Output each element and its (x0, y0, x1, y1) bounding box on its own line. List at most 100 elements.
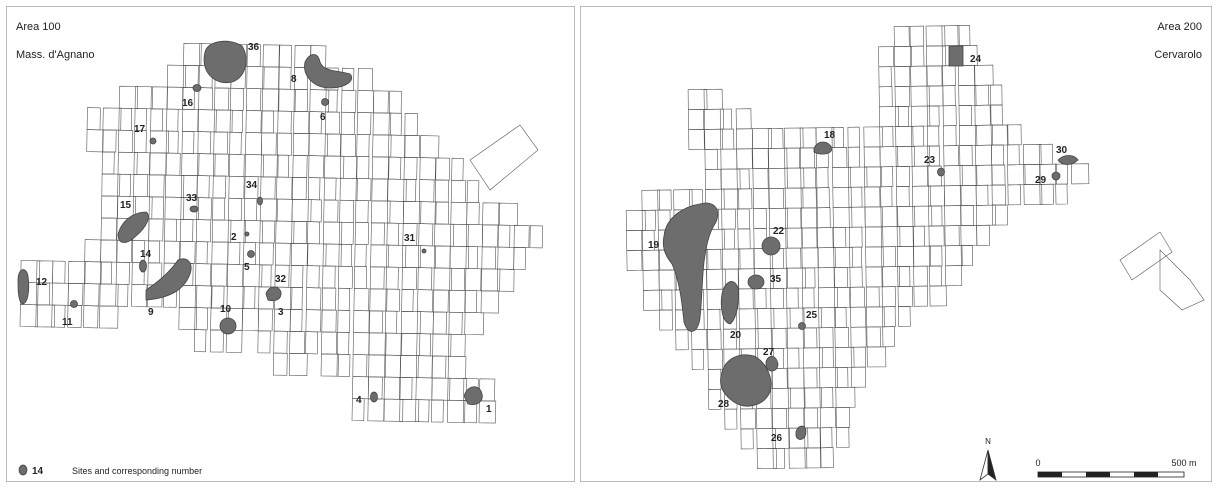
field-parcel (834, 306, 847, 328)
field-parcel (928, 225, 945, 247)
field-parcel (897, 285, 914, 307)
field-parcel (802, 327, 818, 349)
field-parcel (513, 225, 530, 248)
field-parcel (448, 311, 463, 335)
field-parcel (801, 227, 818, 249)
field-parcel (832, 166, 852, 188)
field-parcel (277, 88, 296, 112)
field-parcel (305, 309, 322, 333)
field-parcel (767, 127, 784, 149)
field-parcel (943, 165, 963, 187)
field-parcel (133, 152, 151, 176)
site-9-shape (145, 258, 192, 301)
site-20-shape (720, 281, 739, 325)
field-parcel (354, 222, 369, 246)
site-label-31: 31 (404, 233, 416, 244)
field-parcel (212, 175, 227, 199)
field-parcel (990, 104, 1003, 126)
area-200-site-labels: 24 18 30 23 29 22 19 35 25 20 27 28 26 (648, 54, 1068, 444)
field-parcel (909, 45, 925, 67)
field-parcel (371, 178, 389, 202)
field-parcel (369, 266, 385, 290)
site-23-shape (937, 167, 945, 177)
field-parcel (753, 208, 767, 230)
field-parcel (1007, 144, 1020, 166)
field-parcel (691, 349, 704, 371)
field-parcel (353, 288, 370, 312)
field-parcel (385, 266, 399, 290)
field-parcel (258, 286, 275, 310)
site-label-26: 26 (771, 433, 783, 444)
field-parcel (466, 202, 480, 226)
field-parcel (262, 44, 281, 68)
field-parcel (991, 204, 1008, 226)
field-parcel (181, 152, 200, 176)
field-parcel (464, 312, 485, 336)
scale-bar-segment (1038, 472, 1062, 477)
field-parcel (371, 156, 390, 180)
field-parcel (770, 287, 784, 309)
field-parcel (706, 308, 721, 330)
field-parcel (288, 353, 308, 377)
field-parcel (100, 239, 118, 263)
field-parcel (912, 245, 932, 267)
field-parcel (866, 326, 881, 348)
field-parcel (257, 308, 273, 332)
field-parcel (370, 244, 390, 268)
field-parcel (626, 230, 643, 251)
field-parcel (262, 66, 280, 90)
field-parcel (707, 348, 724, 370)
field-parcel (386, 222, 400, 246)
field-parcel (101, 151, 115, 175)
field-parcel (708, 388, 722, 410)
field-parcel (642, 249, 661, 271)
field-parcel (227, 241, 241, 265)
field-parcel (848, 206, 866, 228)
site-label-30: 30 (1056, 145, 1068, 156)
field-parcel (84, 239, 102, 263)
field-parcel (942, 85, 956, 107)
field-parcel (848, 186, 863, 208)
field-parcel (293, 89, 308, 112)
field-parcel (212, 153, 230, 177)
field-parcel (400, 355, 419, 379)
field-parcel (352, 332, 370, 356)
field-parcel (197, 109, 217, 133)
north-arrow-right-half (987, 449, 997, 482)
field-parcel (357, 68, 374, 92)
field-parcel (99, 261, 113, 285)
site-label-35: 35 (770, 274, 782, 285)
field-parcel (881, 286, 896, 308)
field-parcel (1039, 183, 1054, 205)
field-parcel (415, 377, 433, 401)
field-parcel (1007, 164, 1026, 186)
field-parcel (658, 269, 677, 291)
field-parcel (290, 265, 304, 288)
site-16-shape (192, 84, 202, 92)
field-parcel (293, 111, 310, 134)
field-parcel (928, 245, 943, 267)
field-parcel (865, 286, 880, 308)
field-parcel (817, 247, 836, 269)
field-parcel (212, 197, 226, 221)
field-parcel (274, 242, 291, 266)
field-parcel (245, 110, 262, 134)
site-4-shape (370, 391, 378, 403)
site-label-5: 5 (244, 262, 250, 273)
field-parcel (466, 180, 480, 204)
field-parcel (278, 66, 292, 90)
field-parcel (957, 25, 971, 46)
field-parcel (958, 124, 978, 146)
site-label-8: 8 (291, 74, 297, 85)
field-parcel (433, 245, 451, 269)
field-parcel (273, 330, 288, 354)
field-parcel (226, 263, 244, 287)
field-parcel (803, 367, 818, 389)
field-parcel (166, 108, 179, 132)
field-parcel (847, 146, 861, 168)
field-parcel (848, 226, 863, 248)
area-200-subtitle: Cervarolo (1154, 49, 1202, 61)
field-parcel (974, 124, 994, 146)
field-parcel (194, 307, 208, 331)
